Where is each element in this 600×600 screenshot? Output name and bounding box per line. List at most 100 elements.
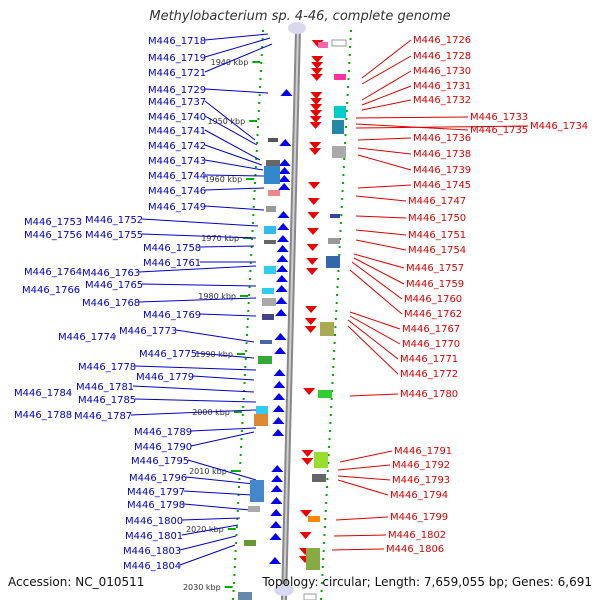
left-gene-connector (132, 385, 255, 393)
gene-feature-block (266, 160, 280, 166)
gene-feature-block (264, 226, 276, 234)
left-gene-label: M446_1787 (74, 411, 132, 422)
minus-strand-arrow (310, 74, 323, 81)
right-gene-label: M446_1780 (400, 389, 458, 400)
right-gene-connector (349, 269, 403, 315)
guide-dot-left (246, 326, 249, 328)
plus-strand-arrow (273, 381, 286, 388)
left-gene-connector (141, 233, 257, 239)
left-gene-connector (138, 297, 257, 303)
guide-dot-right (345, 118, 348, 120)
guide-dot-left (259, 86, 262, 88)
scale-label: 2020 kbp (186, 525, 224, 534)
gene-feature-block (262, 314, 274, 320)
right-gene-label: M446_1770 (402, 339, 460, 350)
right-gene-label: M446_1750 (408, 213, 466, 224)
left-gene-label: M446_1801 (125, 531, 183, 542)
guide-dot-right (349, 46, 352, 48)
right-gene-label: M446_1735 (470, 125, 528, 136)
guide-dot-left (248, 294, 251, 296)
guide-dot-left (246, 334, 248, 336)
right-gene-connector (357, 137, 412, 141)
left-gene-connector (204, 129, 261, 161)
guide-dot-left (256, 134, 259, 136)
gene-feature-block (264, 240, 276, 244)
minus-strand-arrow (311, 62, 324, 69)
guide-dot-left (232, 590, 235, 592)
left-gene-label: M446_1740 (148, 112, 206, 123)
guide-dot-right (342, 166, 345, 168)
gene-feature-block (268, 190, 280, 196)
left-gene-connector (181, 524, 239, 536)
guide-dot-left (235, 526, 238, 528)
left-gene-label: M446_1789 (134, 427, 192, 438)
right-gene-connector (361, 55, 412, 85)
right-gene-label: M446_1806 (386, 544, 444, 555)
minus-strand-arrow (306, 268, 319, 275)
left-gene-label: M446_1788 (14, 410, 72, 421)
guide-dot-left (242, 406, 245, 408)
gene-feature-block (262, 298, 276, 306)
plus-strand-arrow (276, 255, 289, 262)
plus-strand-arrow (278, 183, 291, 190)
guide-dot-right (326, 478, 329, 480)
guide-dot-right (341, 198, 344, 200)
guide-dot-right (328, 438, 331, 440)
left-gene-connector (204, 43, 273, 73)
right-gene-connector (357, 184, 412, 189)
plus-strand-arrow (274, 333, 287, 340)
scale-label: 2030 kbp (183, 583, 221, 592)
guide-dot-right (346, 102, 349, 104)
guide-dot-right (335, 302, 338, 304)
left-gene-label: M446_1764 (24, 267, 82, 278)
right-gene-label: M446_1762 (404, 309, 462, 320)
minus-strand-arrow (310, 92, 323, 99)
axis-bottom-cap (274, 584, 294, 596)
right-gene-label: M446_1738 (413, 149, 471, 160)
left-gene-connector (138, 265, 257, 273)
minus-strand-arrow (304, 326, 317, 333)
guide-dot-left (241, 414, 244, 416)
plus-strand-arrow (275, 285, 288, 292)
plus-strand-arrow (272, 405, 285, 412)
left-gene-connector (204, 100, 256, 141)
gene-feature-block (264, 166, 280, 184)
right-gene-connector (337, 479, 389, 496)
minus-strand-arrow (299, 532, 312, 539)
left-gene-label: M446_1765 (85, 280, 143, 291)
plus-strand-arrow (278, 167, 291, 174)
left-gene-label: M446_1721 (148, 68, 206, 79)
guide-dot-left (244, 366, 247, 368)
plus-strand-arrow (275, 309, 288, 316)
left-gene-label: M446_1773 (119, 326, 177, 337)
minus-strand-arrow (311, 40, 324, 47)
guide-dot-right (339, 230, 342, 232)
right-gene-connector (355, 229, 407, 236)
right-gene-connector (347, 325, 399, 375)
left-gene-connector (179, 535, 237, 551)
left-gene-connector (134, 365, 257, 371)
right-gene-connector (357, 147, 412, 155)
right-gene-label: M446_1760 (404, 294, 462, 305)
gene-feature-block (262, 288, 274, 294)
left-gene-connector (204, 205, 265, 211)
gene-feature-block (266, 206, 276, 212)
plus-strand-arrow (270, 497, 283, 504)
guide-dot-left (260, 54, 263, 56)
guide-dot-right (332, 366, 335, 368)
left-gene-label: M446_1753 (24, 217, 82, 228)
left-gene-label: M446_1752 (85, 215, 143, 226)
plus-strand-arrow (275, 297, 288, 304)
guide-dot-left (252, 214, 255, 216)
left-gene-label: M446_1742 (148, 141, 206, 152)
guide-dot-left (248, 286, 251, 288)
guide-dot-left (245, 342, 248, 344)
guide-dot-right (332, 358, 335, 360)
plus-strand-arrow (274, 347, 287, 354)
guide-dot-right (334, 326, 337, 328)
guide-dot-right (339, 238, 342, 240)
left-gene-connector (204, 88, 269, 94)
guide-dot-right (328, 446, 331, 448)
guide-dot-left (258, 102, 261, 104)
right-gene-connector (361, 70, 412, 101)
